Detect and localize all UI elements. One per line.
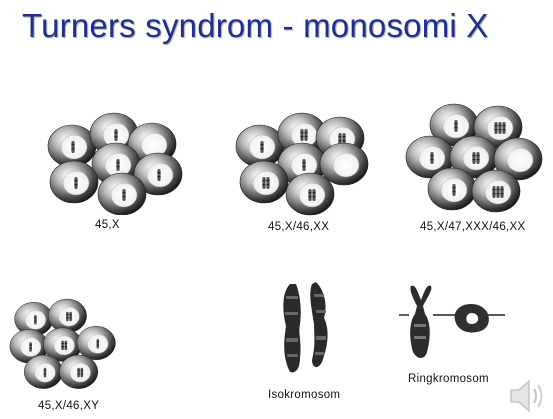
slide-title: Turners syndrom - monosomi X: [22, 7, 489, 44]
cell-cluster-45x-46xx: [235, 112, 369, 216]
cell-cluster-45x: [47, 112, 183, 215]
karyotype-label-45x-47xxx-46xx: 45,X/47,XXX/46,XX: [420, 221, 526, 233]
karyotype-label-45x-46xy: 45,X/46,XY: [38, 400, 100, 412]
isochromosome-image: [283, 282, 328, 373]
karyotype-label-45x-46xx: 45,X/46,XX: [268, 221, 330, 233]
ringchromosome-label: Ringkromosom: [408, 373, 489, 385]
cell-cluster-45x-46xy: [9, 298, 116, 389]
cell-cluster-45x-47xxx-46xx: [405, 103, 543, 213]
speaker-icon[interactable]: [507, 376, 549, 416]
ringchromosome-image: [399, 285, 505, 358]
karyotype-label-45x: 45,X: [95, 219, 120, 231]
isochromosome-label: Isokromosom: [268, 389, 341, 401]
